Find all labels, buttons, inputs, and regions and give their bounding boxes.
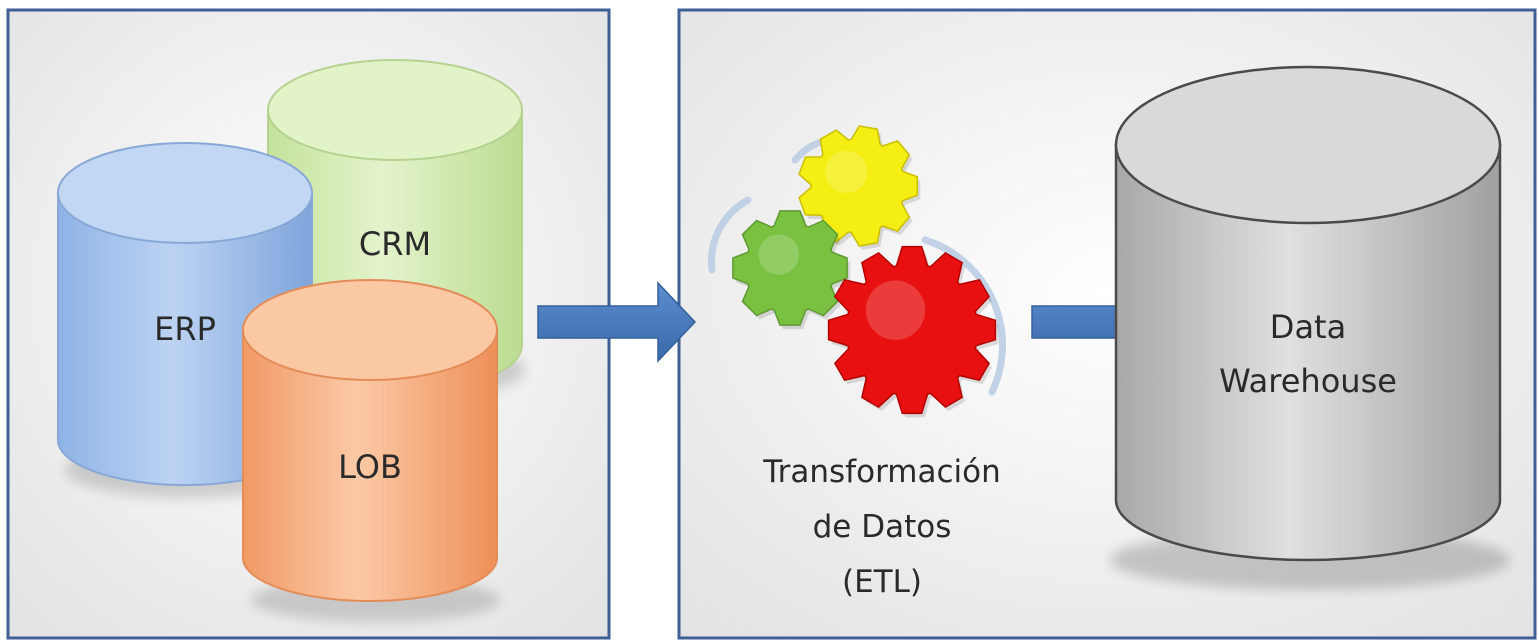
etl-label-line3: (ETL) (842, 564, 922, 600)
etl-label-line2: de Datos (813, 509, 952, 545)
warehouse-label-line2: Warehouse (1219, 362, 1397, 400)
gear-green-icon (732, 210, 851, 330)
data-warehouse-database (1110, 65, 1510, 590)
etl-label-line1: Transformación (762, 454, 1000, 490)
gear-red-icon (827, 245, 999, 418)
lob-label: LOB (338, 448, 402, 486)
crm-label: CRM (359, 225, 431, 263)
lob-database (242, 279, 500, 622)
arrow-sources-to-etl (537, 281, 697, 363)
erp-label: ERP (154, 310, 216, 348)
warehouse-label-line1: Data (1270, 308, 1346, 346)
gear-yellow-icon (798, 125, 921, 250)
